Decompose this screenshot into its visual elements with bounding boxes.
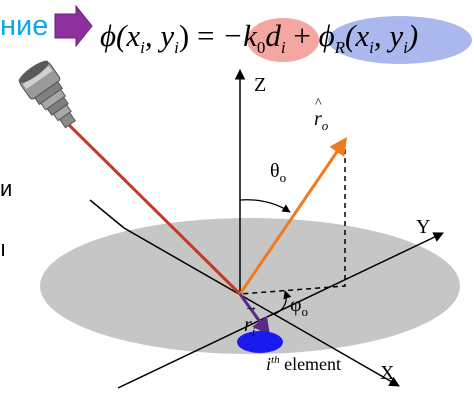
side-fragment-a: и	[0, 176, 13, 201]
side-fragment-b: ı	[0, 236, 7, 261]
phi-label: φo	[290, 294, 309, 319]
element-label: ith element	[266, 354, 342, 374]
axis-z-label: Z	[254, 74, 267, 96]
formula-term2-end: )	[407, 18, 419, 53]
incident-ray	[64, 120, 242, 296]
formula-lhs-sub2: i	[174, 38, 179, 58]
formula-term1-dsub: i	[280, 38, 286, 58]
projection-dashed	[239, 140, 346, 295]
r-in-label: → ri	[244, 300, 258, 339]
formula-lhs-mid: , y	[144, 18, 175, 53]
phi-arc	[274, 290, 292, 315]
formula-term2-sub: R	[334, 38, 346, 58]
ground-plane	[40, 218, 460, 354]
theta-arc	[239, 199, 291, 213]
formula-term1: −k	[222, 18, 257, 53]
title-fragment: ние	[0, 10, 49, 42]
formula-lhs-sub1: i	[140, 38, 145, 58]
formula-term2-mid: , y	[373, 18, 404, 53]
title-arrow	[54, 4, 93, 48]
formula-plus: +	[285, 18, 319, 53]
formula-lhs: ϕ(x	[100, 18, 141, 53]
incident-vector	[238, 293, 271, 336]
r-out-label: ^ ro	[314, 96, 329, 133]
formula-term1-sub: 0	[256, 38, 266, 58]
array-element	[237, 331, 283, 353]
formula-lhs-end: ) =	[178, 18, 223, 53]
formula-term1-highlight	[247, 18, 319, 62]
formula-term1-d: d	[265, 18, 281, 53]
formula-term2-sub1: i	[369, 38, 374, 58]
x-axis	[123, 227, 400, 387]
feed-horn-icon	[18, 60, 76, 129]
formula: ϕ(xi, yi) = −k0di + ϕR(xi, yi)	[100, 18, 418, 58]
formula-term2-highlight	[328, 16, 472, 64]
x-axis-left	[89, 199, 125, 229]
theta-label: θo	[270, 160, 287, 185]
formula-term2-sub2: i	[403, 38, 408, 58]
axis-y-label: Y	[416, 216, 431, 238]
formula-term2-phi: ϕ	[318, 18, 335, 53]
axis-x-label: X	[380, 362, 395, 384]
reflected-ray	[238, 137, 348, 295]
formula-term2-args: (x	[345, 18, 370, 53]
